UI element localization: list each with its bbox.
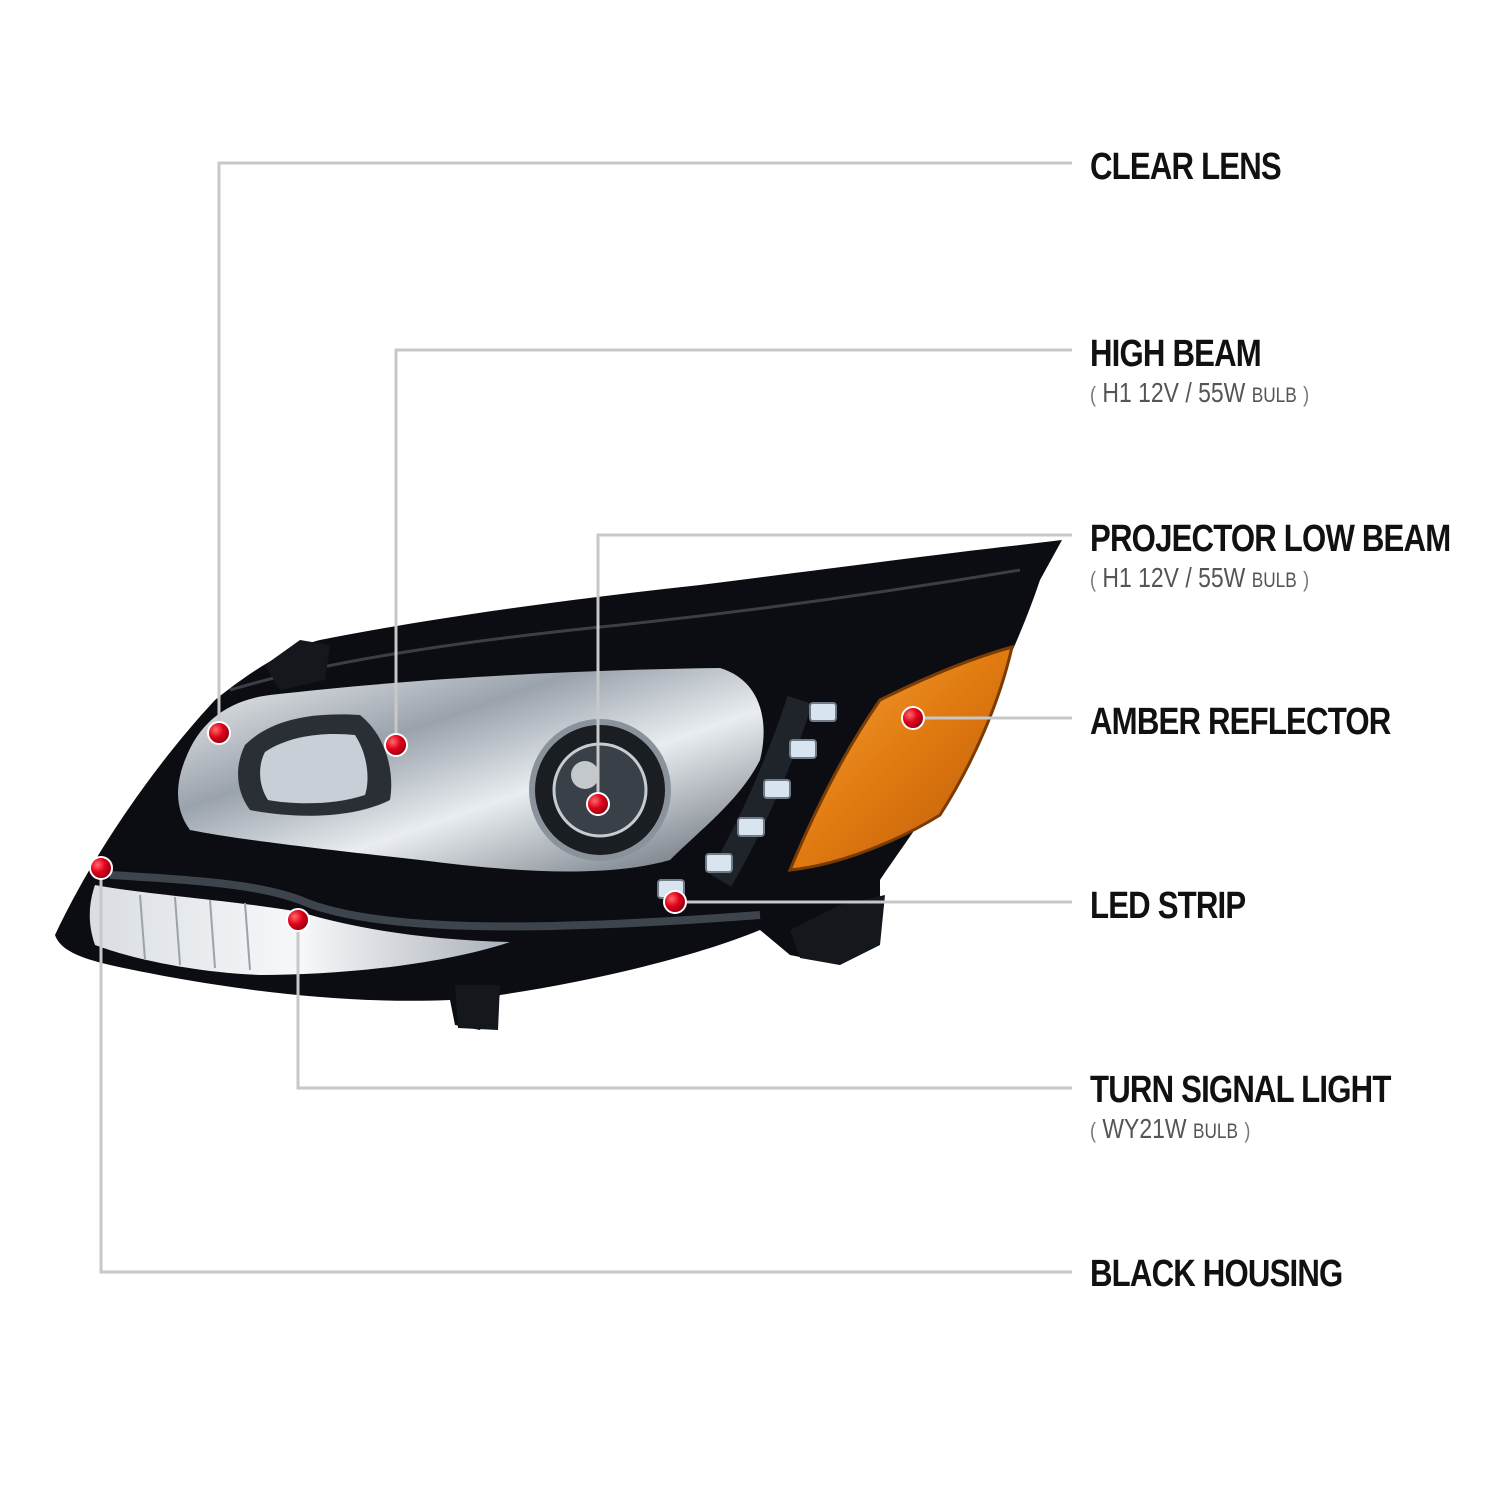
chrome-reflector xyxy=(178,668,764,872)
label-title: LED STRIP xyxy=(1090,885,1246,927)
led-segment xyxy=(789,739,817,759)
leader-line-clear-lens xyxy=(217,161,1072,733)
label-black-housing: BLACK HOUSING xyxy=(1090,1252,1398,1296)
label-amber-reflector: AMBER REFLECTOR xyxy=(1090,700,1456,744)
led-segment xyxy=(809,702,837,722)
label-title: HIGH BEAM xyxy=(1090,333,1262,375)
led-strip xyxy=(657,695,837,899)
callout-dot-amber-reflector xyxy=(901,706,925,730)
led-segment xyxy=(705,853,733,873)
label-projector-low-beam: PROJECTOR LOW BEAM ( H1 12V / 55W BULB ) xyxy=(1090,517,1500,598)
callout-dots xyxy=(89,706,925,932)
callout-dot-led-strip xyxy=(663,890,687,914)
leader-line-projector-low-beam xyxy=(596,533,1072,804)
turn-signal-ridges xyxy=(139,894,251,971)
callout-dot-projector-low-beam xyxy=(586,792,610,816)
turn-signal-trim xyxy=(109,871,761,931)
callout-dot-turn-signal xyxy=(286,908,310,932)
leader-line-turn-signal xyxy=(296,920,1072,1090)
label-title: BLACK HOUSING xyxy=(1090,1253,1343,1295)
label-clear-lens: CLEAR LENS xyxy=(1090,145,1323,189)
label-led-strip: LED STRIP xyxy=(1090,884,1279,928)
label-turn-signal-light: TURN SIGNAL LIGHT ( WY21W BULB ) xyxy=(1090,1068,1457,1149)
bulb-spec: ( H1 12V / 55W BULB ) xyxy=(1090,377,1310,408)
label-title: CLEAR LENS xyxy=(1090,146,1282,188)
high-beam-chrome xyxy=(260,733,368,804)
callout-dot-black-housing xyxy=(89,856,113,880)
bulb-spec: ( H1 12V / 55W BULB ) xyxy=(1090,562,1310,593)
mounting-tab-left xyxy=(265,640,330,690)
amber-reflector-panel xyxy=(787,644,1015,872)
bulb-spec: ( WY21W BULB ) xyxy=(1090,1113,1251,1144)
label-title: TURN SIGNAL LIGHT xyxy=(1090,1069,1391,1111)
mounting-tab-bottom xyxy=(455,985,500,1030)
callout-dot-clear-lens xyxy=(207,721,231,745)
leader-line-black-housing xyxy=(99,868,1072,1274)
mounting-tab-rear xyxy=(790,895,885,965)
label-title: PROJECTOR LOW BEAM xyxy=(1090,518,1451,560)
label-high-beam: HIGH BEAM ( H1 12V / 55W BULB ) xyxy=(1090,332,1357,413)
projector-lens-highlight xyxy=(571,761,599,789)
leader-lines xyxy=(99,161,1072,1274)
label-title: AMBER REFLECTOR xyxy=(1090,701,1391,743)
housing-top-rim xyxy=(229,568,1021,692)
led-segment xyxy=(763,779,791,799)
leader-line-high-beam xyxy=(394,348,1072,745)
projector-lens xyxy=(552,742,648,838)
callout-dot-high-beam xyxy=(384,733,408,757)
led-segment xyxy=(737,817,765,837)
